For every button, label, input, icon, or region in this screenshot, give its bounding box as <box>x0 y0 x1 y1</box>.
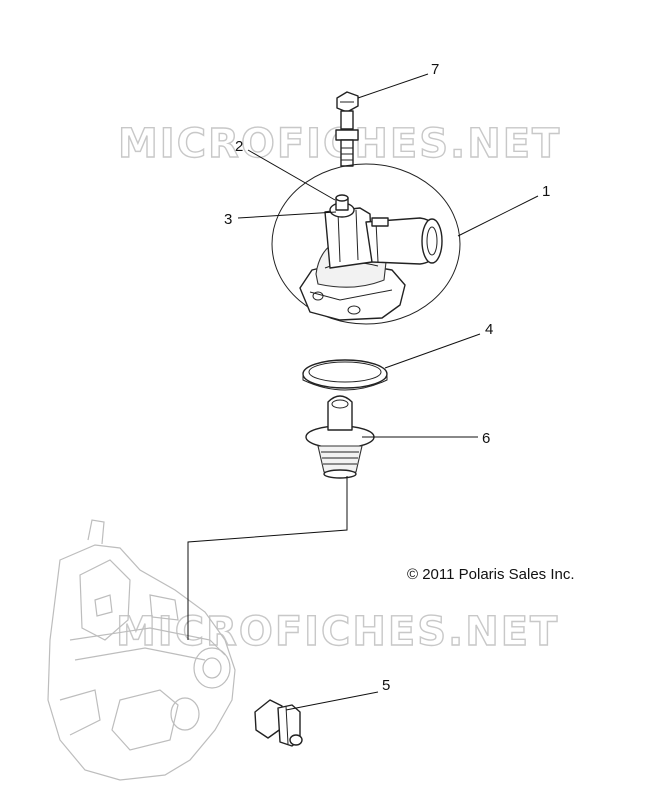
thermostat-part-6 <box>305 395 375 479</box>
callout-1: 1 <box>542 183 550 200</box>
copyright-notice: © 2011 Polaris Sales Inc. <box>407 566 575 583</box>
leader-5 <box>285 691 379 711</box>
gasket-part-4 <box>302 359 388 391</box>
leader-2 <box>247 149 336 201</box>
callout-7: 7 <box>431 61 439 78</box>
bolt-part-7 <box>335 91 359 167</box>
watermark-bottom: MICROFICHES.NET <box>116 609 559 655</box>
callout-2: 2 <box>235 138 243 155</box>
thermostat-housing-part-1 <box>299 194 443 321</box>
callout-3: 3 <box>224 211 232 228</box>
engine-housing-ghost <box>47 519 236 781</box>
install-path-line <box>187 476 348 640</box>
callout-5: 5 <box>382 677 390 694</box>
leader-1 <box>457 195 539 237</box>
callout-6: 6 <box>482 430 490 447</box>
callout-4: 4 <box>485 321 493 338</box>
leader-4 <box>384 333 481 369</box>
leader-3 <box>237 211 337 219</box>
fitting-part-5 <box>254 699 303 747</box>
watermark-top: MICROFICHES.NET <box>118 121 561 167</box>
leader-7 <box>357 73 429 99</box>
housing-callout-circle <box>271 163 461 325</box>
